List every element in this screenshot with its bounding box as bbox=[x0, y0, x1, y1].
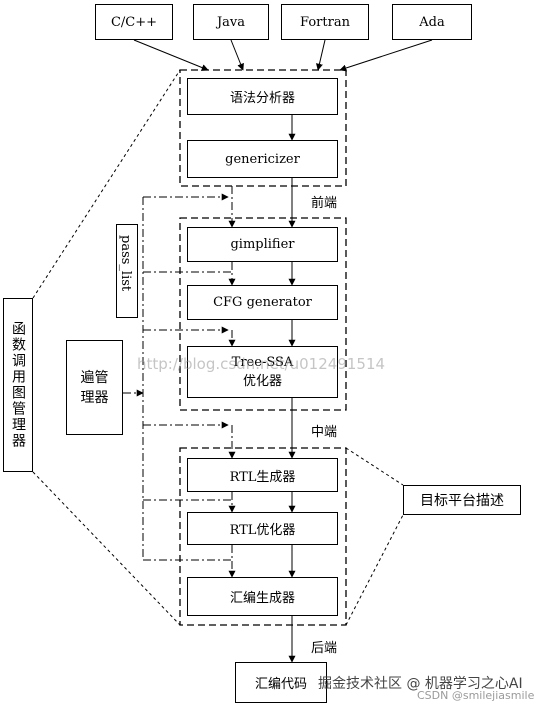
frontend-frame bbox=[179, 69, 347, 187]
middle-frame bbox=[179, 217, 347, 411]
rtl-optimizer-box: RTL优化器 bbox=[187, 512, 338, 545]
target-connector-top bbox=[345, 447, 404, 486]
callgraph-connector-top bbox=[32, 69, 181, 299]
pass-list-box: pass_list bbox=[116, 224, 138, 318]
backend-frame bbox=[179, 447, 347, 626]
lang-ada-box: Ada bbox=[392, 4, 472, 40]
rtl-generator-box: RTL生成器 bbox=[187, 458, 338, 492]
arrow-fortran bbox=[316, 39, 326, 71]
frontend-label: 前端 bbox=[311, 196, 338, 211]
cfg-generator-box: CFG generator bbox=[187, 285, 338, 320]
csdn-watermark: CSDN @smilejiasmile bbox=[417, 689, 535, 702]
gimplifier-box: gimplifier bbox=[187, 227, 338, 262]
pass-list-label: pass_list bbox=[118, 235, 133, 292]
lang-java-box: Java bbox=[193, 4, 269, 40]
target-description-box: 目标平台描述 bbox=[403, 485, 521, 515]
genericizer-box: genericizer bbox=[187, 140, 338, 178]
blog-watermark: http://blog.csdn.net/u012491514 bbox=[137, 355, 386, 373]
backend-label: 后端 bbox=[311, 641, 338, 656]
arrow-ada bbox=[339, 39, 433, 72]
lang-cpp-box: C/C++ bbox=[95, 4, 173, 40]
callgraph-connector-bottom bbox=[32, 471, 181, 626]
call-graph-manager-box: 函数调用图管理器 bbox=[3, 298, 33, 472]
asm-generator-box: 汇编生成器 bbox=[187, 577, 338, 616]
pass-manager-links bbox=[123, 186, 236, 578]
assembly-output-box: 汇编代码 bbox=[235, 662, 327, 703]
middle-label: 中端 bbox=[311, 425, 338, 440]
tree-ssa-line1: Tree-SSA bbox=[231, 355, 294, 370]
arrow-cpp bbox=[133, 39, 209, 71]
lang-fortran-box: Fortran bbox=[281, 4, 369, 40]
parser-box: 语法分析器 bbox=[187, 78, 338, 115]
juejin-watermark: 掘金技术社区 @ 机器学习之心AI bbox=[318, 676, 523, 692]
target-connector-bottom bbox=[345, 514, 404, 626]
tree-ssa-line2: 优化器 bbox=[242, 374, 282, 389]
pass-manager-box: 遍管 理器 bbox=[66, 340, 123, 435]
arrow-java bbox=[230, 39, 244, 71]
tree-ssa-box: Tree-SSA 优化器 bbox=[187, 346, 338, 398]
